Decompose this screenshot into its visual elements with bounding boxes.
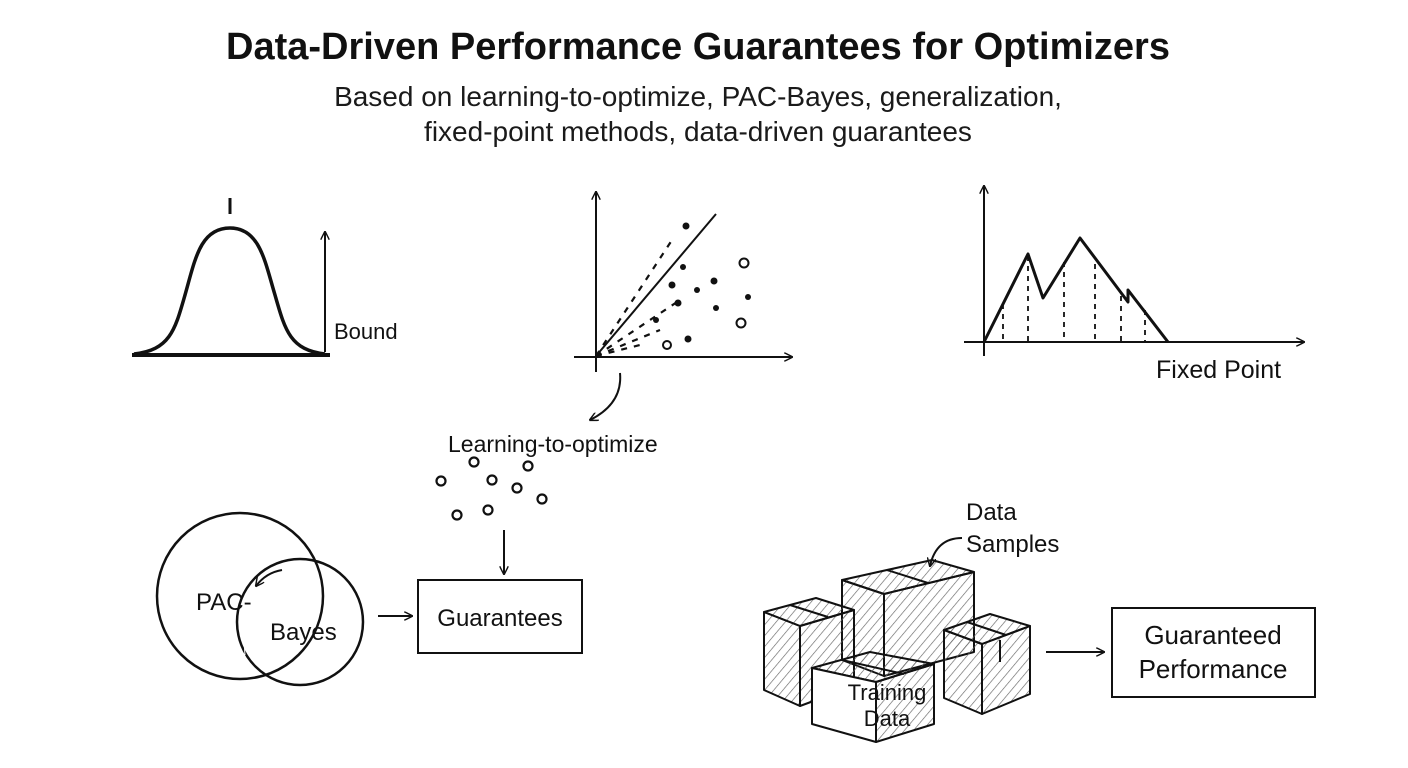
bound-panel: Bound bbox=[132, 198, 398, 357]
subtitle-line-1: Based on learning-to-optimize, PAC-Bayes… bbox=[334, 81, 1062, 112]
scatter-point bbox=[684, 335, 692, 343]
right-box bbox=[943, 613, 1031, 715]
scatter-point bbox=[682, 222, 690, 230]
training-data-label-line1: Training bbox=[848, 680, 927, 705]
guaranteed-performance-box bbox=[1111, 607, 1316, 698]
sample-circle bbox=[435, 475, 447, 487]
page-title: Data-Driven Performance Guarantees for O… bbox=[226, 26, 1170, 68]
dashed-verticals bbox=[1002, 256, 1146, 342]
bound-label: Bound bbox=[334, 319, 398, 344]
regression-line bbox=[595, 213, 717, 357]
fixed-point-label: Fixed Point bbox=[1156, 356, 1281, 384]
data-samples-label-line1: Data bbox=[966, 499, 1017, 526]
scatter-point bbox=[680, 264, 686, 270]
scatter-point bbox=[713, 305, 719, 311]
subtitle-line-2: fixed-point methods, data-driven guarant… bbox=[424, 116, 972, 147]
sample-circle bbox=[511, 482, 523, 494]
scatter-point bbox=[745, 294, 751, 300]
sample-circle bbox=[451, 509, 463, 521]
scatter-points bbox=[653, 222, 751, 350]
sample-circle bbox=[536, 493, 548, 505]
training-data-label-line2: Data bbox=[864, 706, 911, 731]
peaks-line bbox=[982, 236, 1170, 343]
bayes-label: Bayes bbox=[270, 619, 337, 646]
scatter-point bbox=[653, 317, 659, 323]
sample-circle bbox=[522, 460, 534, 472]
guaranteed-performance-label-line2: Performance bbox=[1139, 654, 1288, 684]
sample-circles bbox=[435, 456, 548, 521]
guaranteed-performance-label-line1: Guaranteed bbox=[1144, 620, 1281, 650]
data-boxes-panel: Data Samples bbox=[763, 499, 1316, 743]
sample-circle bbox=[486, 474, 498, 486]
guarantees-label: Guarantees bbox=[437, 605, 562, 632]
sample-circle bbox=[468, 456, 480, 468]
scatter-point bbox=[674, 299, 682, 307]
pac-bayes-inner-arrow bbox=[256, 569, 283, 586]
dashed-rays bbox=[595, 239, 681, 358]
learning-to-optimize-label: Learning-to-optimize bbox=[448, 431, 658, 457]
gaussian-curve bbox=[133, 226, 326, 356]
pac-bayes-panel: PAC- Bayes Guarantees bbox=[155, 511, 583, 687]
scatter-panel: Learning-to-optimize bbox=[435, 192, 793, 574]
pac-circle bbox=[155, 511, 325, 681]
sample-circle bbox=[482, 504, 494, 516]
bayes-circle bbox=[235, 557, 365, 687]
pac-label: PAC- bbox=[196, 589, 252, 616]
scatter-point bbox=[662, 340, 672, 350]
curved-arrow bbox=[590, 372, 622, 420]
scatter-point bbox=[694, 287, 700, 293]
data-samples-label-line2: Samples bbox=[966, 531, 1059, 558]
scatter-point bbox=[710, 277, 718, 285]
scatter-point bbox=[668, 281, 676, 289]
scatter-point bbox=[735, 317, 747, 329]
scatter-point bbox=[738, 257, 750, 269]
fixed-point-panel: Fixed Point bbox=[964, 186, 1304, 384]
guarantees-box bbox=[417, 579, 583, 654]
training-data-box bbox=[811, 651, 935, 743]
